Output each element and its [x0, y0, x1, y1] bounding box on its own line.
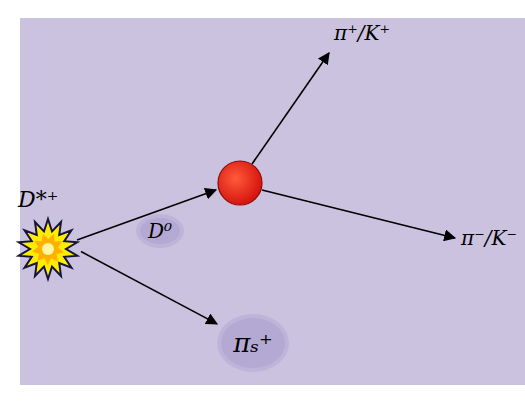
particle-label: π⁻/K⁻	[461, 227, 517, 249]
particle-name: D*⁺	[18, 188, 81, 212]
particle-label: π⁺/K⁺	[334, 22, 390, 44]
blob-halo	[217, 314, 289, 372]
background-panel	[20, 18, 525, 385]
particle-burst: D*⁺	[15, 188, 81, 280]
starburst-outline	[19, 219, 77, 279]
decay-arrow	[252, 53, 329, 164]
particle-blob: πₛ⁺	[217, 314, 289, 372]
blob-fill	[140, 218, 180, 244]
starburst-center	[42, 243, 54, 255]
particle-blob: D⁰	[136, 214, 184, 248]
blob-fill	[221, 318, 285, 368]
blob-halo	[136, 214, 184, 248]
particle-name: D⁰	[148, 220, 172, 242]
particle-name: πₛ⁺	[233, 329, 273, 358]
label-holder: π⁻/K⁻	[461, 227, 517, 249]
decay-vertex	[218, 161, 262, 205]
label-holder: π⁺/K⁺	[334, 22, 390, 44]
decay-arrow	[262, 190, 455, 238]
starburst-core	[32, 234, 64, 265]
decay-arrow	[81, 252, 217, 324]
